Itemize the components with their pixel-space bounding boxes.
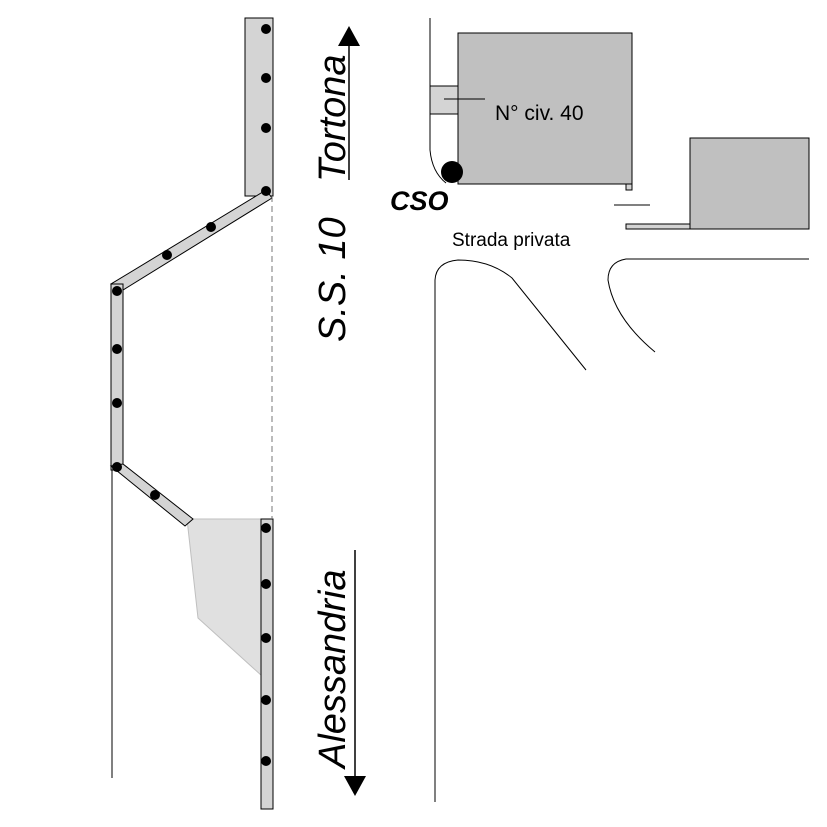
fence-post — [261, 633, 271, 643]
building-entrance — [429, 85, 459, 115]
fence-post — [206, 222, 216, 232]
fence-posts — [112, 24, 271, 766]
wall-left — [110, 283, 124, 471]
arrow-south-icon — [344, 550, 366, 796]
direction-north-label: Tortona — [312, 55, 354, 182]
curb-top-left — [429, 18, 447, 184]
building-right — [689, 137, 810, 230]
fence-post — [261, 123, 271, 133]
building-label: N° civ. 40 — [495, 102, 584, 125]
shaded-area — [186, 518, 263, 678]
fence-post — [261, 523, 271, 533]
gate-bar — [625, 223, 691, 230]
fence-post — [112, 398, 122, 408]
fence-post — [162, 250, 172, 260]
arrow-north-icon — [338, 26, 360, 180]
fence-post — [261, 579, 271, 589]
fence-post — [261, 24, 271, 34]
direction-south-label: Alessandria — [312, 569, 354, 770]
fence-post — [112, 344, 122, 354]
road-name-label: S.S. 10 — [312, 217, 354, 342]
fence-post — [261, 756, 271, 766]
wall-upper — [244, 17, 274, 197]
wall-lower — [260, 518, 274, 810]
cso-label: CSO — [390, 186, 449, 216]
fence-post — [261, 695, 271, 705]
wall-diagonal-upper — [109, 189, 273, 291]
fence-post — [261, 73, 271, 83]
curb-lower-left — [434, 259, 587, 802]
fence-post — [112, 286, 122, 296]
fence-post — [150, 490, 160, 500]
building-corner-post — [625, 183, 633, 191]
cso-point-icon — [441, 161, 463, 183]
fence-post — [112, 462, 122, 472]
curb-lower-right — [607, 258, 809, 353]
building-40 — [457, 32, 633, 185]
fence-post — [261, 186, 271, 196]
side-street-label: Strada privata — [452, 230, 571, 251]
